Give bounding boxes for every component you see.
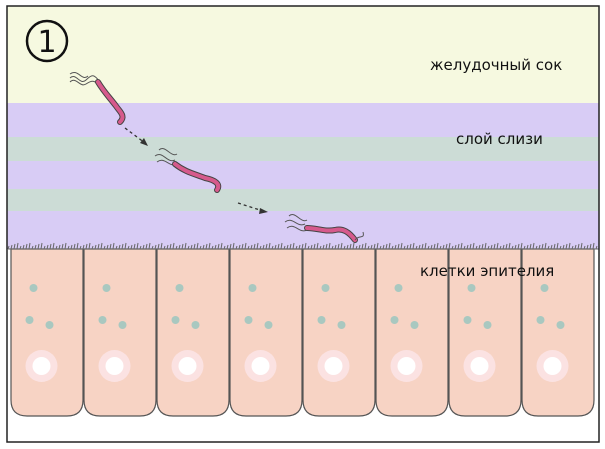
granule — [411, 321, 419, 329]
granule — [249, 284, 257, 292]
nucleolus — [398, 357, 416, 375]
step-number: 1 — [37, 25, 56, 60]
granule — [484, 321, 492, 329]
nucleolus — [252, 357, 270, 375]
granule — [26, 316, 34, 324]
nucleolus — [33, 357, 51, 375]
granule — [338, 321, 346, 329]
granule — [265, 321, 273, 329]
label-epithelial-cells: клетки эпителия — [420, 262, 554, 280]
granule — [176, 284, 184, 292]
nucleolus — [325, 357, 343, 375]
granule — [468, 284, 476, 292]
mucus-layer — [7, 103, 599, 249]
granule — [541, 284, 549, 292]
granule — [464, 316, 472, 324]
granule — [46, 321, 54, 329]
granule — [318, 316, 326, 324]
epithelial-cell — [84, 249, 156, 416]
granule — [119, 321, 127, 329]
granule — [172, 316, 180, 324]
nucleolus — [471, 357, 489, 375]
label-mucus-layer: слой слизи — [456, 130, 543, 148]
granule — [245, 316, 253, 324]
granule — [395, 284, 403, 292]
label-gastric-juice: желудочный сок — [430, 56, 562, 74]
granule — [322, 284, 330, 292]
granule — [391, 316, 399, 324]
granule — [99, 316, 107, 324]
granule — [103, 284, 111, 292]
granule — [30, 284, 38, 292]
granule — [192, 321, 200, 329]
epithelial-cell — [303, 249, 375, 416]
nucleolus — [106, 357, 124, 375]
nucleolus — [544, 357, 562, 375]
epithelial-cell — [230, 249, 302, 416]
granule — [537, 316, 545, 324]
gastric-juice-zone — [7, 6, 599, 103]
epithelial-cell — [157, 249, 229, 416]
granule — [557, 321, 565, 329]
nucleolus — [179, 357, 197, 375]
epithelial-cell — [11, 249, 83, 416]
